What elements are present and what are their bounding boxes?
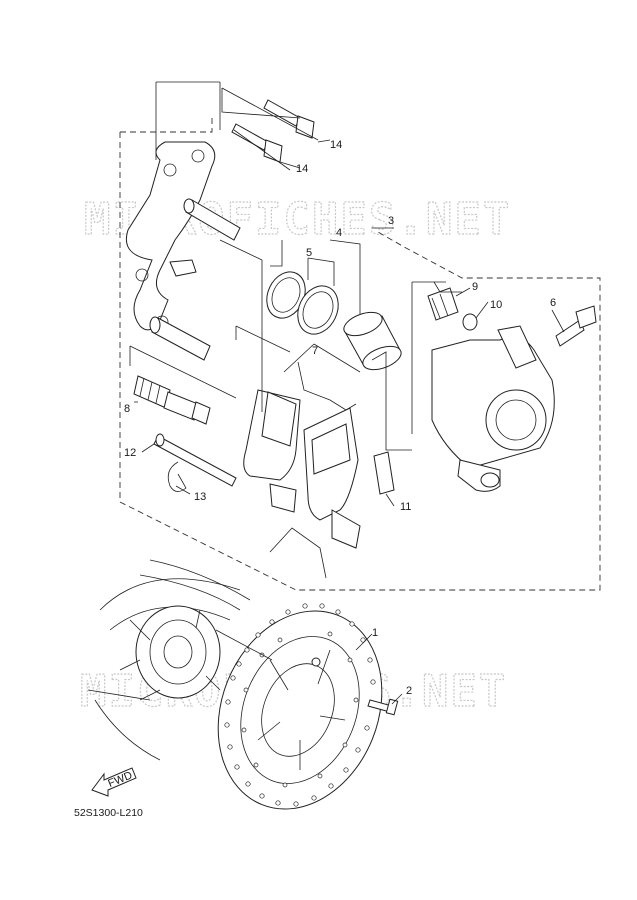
bracket-clip <box>169 259 197 277</box>
pad-pin-12 <box>153 433 237 487</box>
bolt-14-upper <box>263 99 315 139</box>
bleed-screw-6 <box>555 305 597 347</box>
r-clip-13 <box>167 461 187 492</box>
callout-7: 7 <box>312 345 318 357</box>
callout-1: 1 <box>372 627 378 639</box>
fwd-label: FWD <box>106 769 134 790</box>
callout-2: 2 <box>406 685 412 697</box>
wheel-hub-sketch <box>87 559 251 761</box>
callout-10: 10 <box>490 299 502 311</box>
caliper-body <box>431 325 555 492</box>
slide-pin-lower <box>149 316 211 361</box>
callout-9: 9 <box>472 281 478 293</box>
brake-pad-outer <box>303 407 361 549</box>
callout-14b: 14 <box>296 163 308 175</box>
callout-4: 4 <box>336 227 342 239</box>
assembly-boundary <box>119 118 601 591</box>
pad-spring-lower <box>269 527 327 579</box>
forward-arrow: FWD <box>91 767 137 797</box>
callout-3: 3 <box>388 215 394 227</box>
callout-11: 11 <box>400 501 411 513</box>
callout-6: 6 <box>550 297 556 309</box>
pad-clip-11 <box>373 451 395 495</box>
washer-10 <box>462 313 478 331</box>
callout-8: 8 <box>124 403 130 415</box>
bolt-14-lower <box>231 123 283 163</box>
callout-12: 12 <box>124 447 136 459</box>
boot-pin-8 <box>133 375 211 425</box>
brake-disc <box>217 603 383 810</box>
piston-4 <box>343 311 402 371</box>
callout-14a: 14 <box>330 139 342 151</box>
slide-pin-upper <box>183 198 241 241</box>
piston-seals-5 <box>266 271 339 335</box>
caliper-bracket <box>126 141 216 331</box>
bleed-cap-9 <box>427 287 459 321</box>
pad-spring-upper <box>297 361 357 411</box>
leader-lines <box>129 81 565 705</box>
callout-13: 13 <box>194 491 206 503</box>
brake-pad-inner <box>243 389 301 513</box>
callout-5: 5 <box>306 247 312 259</box>
disc-bolt <box>367 698 399 716</box>
diagram-code: 52S1300-L210 <box>74 807 143 819</box>
